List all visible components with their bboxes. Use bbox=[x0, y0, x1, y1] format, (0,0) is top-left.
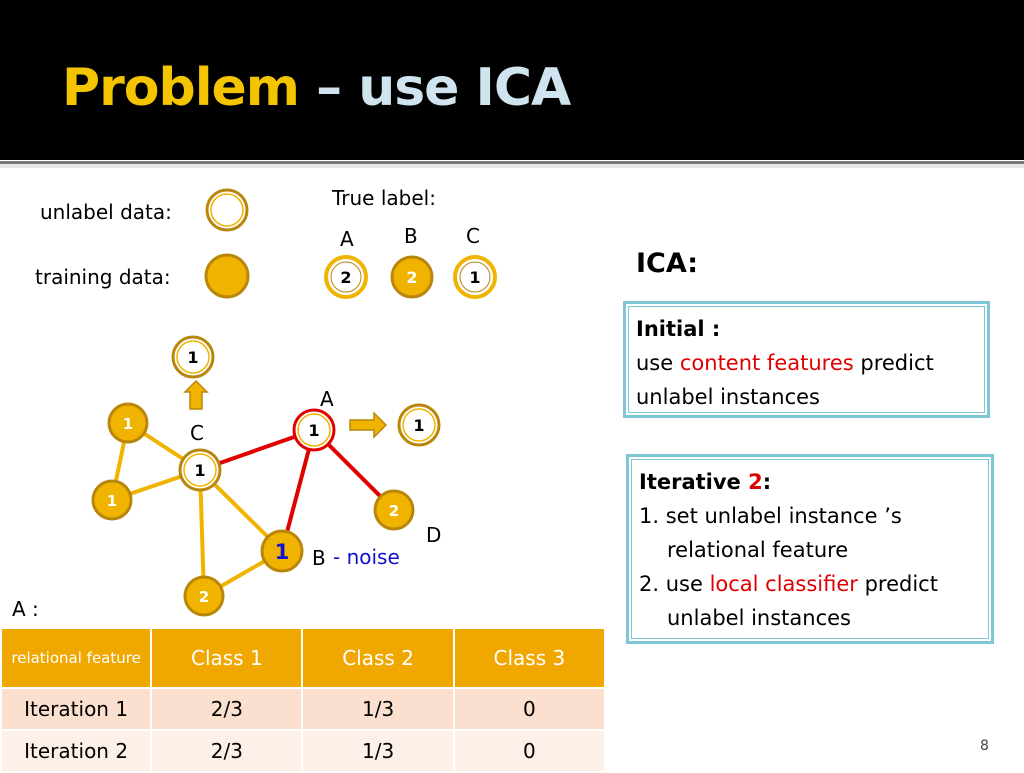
noise-label: - noise bbox=[333, 545, 400, 569]
true-label-node-b-value: 2 bbox=[406, 268, 417, 287]
true-label-node-c bbox=[453, 255, 497, 299]
node-d-value: 2 bbox=[389, 502, 399, 520]
node-a-result bbox=[397, 403, 441, 447]
table-header: Class 1 bbox=[150, 627, 304, 689]
graph-label-a: A bbox=[320, 387, 334, 411]
node-top bbox=[171, 335, 215, 379]
title-bar: Problem – use ICA bbox=[0, 0, 1024, 160]
unlabel-legend-node bbox=[205, 188, 249, 232]
initial-box: Initial : use content features predict u… bbox=[623, 301, 990, 418]
right-arrow-icon bbox=[349, 411, 388, 439]
graph-label-c: C bbox=[190, 421, 204, 445]
node-c-value: 1 bbox=[194, 461, 205, 480]
table-cell: 2/3 bbox=[150, 687, 304, 731]
true-label-node-b bbox=[390, 255, 434, 299]
unlabel-data-label: unlabel data: bbox=[40, 200, 172, 224]
table-header: relational feature bbox=[0, 627, 153, 689]
table-cell: 1/3 bbox=[301, 687, 455, 731]
node-left-bottom bbox=[91, 479, 133, 521]
node-d bbox=[373, 489, 415, 531]
iterative-step1: 1. set unlabel instance ’s bbox=[639, 504, 902, 528]
iterative-step1b: relational feature bbox=[667, 538, 849, 562]
iterative-step2: 2. use local classifier predict bbox=[639, 572, 938, 596]
true-label-heading: True label: bbox=[332, 186, 436, 210]
node-bottom bbox=[183, 575, 225, 617]
local-classifier-highlight: local classifier bbox=[709, 572, 858, 596]
node-a bbox=[292, 408, 336, 452]
iterative-step2b: unlabel instances bbox=[667, 606, 851, 630]
training-legend-node bbox=[204, 253, 250, 299]
node-a-result-value: 1 bbox=[413, 416, 424, 435]
table-cell: Iteration 2 bbox=[0, 729, 153, 773]
node-top-value: 1 bbox=[187, 348, 198, 367]
true-label-a: A bbox=[340, 227, 354, 251]
up-arrow-icon bbox=[183, 379, 209, 410]
table-header: Class 3 bbox=[452, 627, 607, 689]
node-left-top bbox=[107, 402, 149, 444]
true-label-node-c-value: 1 bbox=[469, 268, 480, 287]
iterative-box: Iterative 2: 1. set unlabel instance ’s … bbox=[626, 454, 994, 644]
title-rule bbox=[0, 161, 1024, 164]
table-cell: 0 bbox=[452, 687, 607, 731]
table-cell: 0 bbox=[452, 729, 607, 773]
table-row: Iteration 2 2/3 1/3 0 bbox=[0, 729, 607, 773]
relational-feature-table: relational feature Class 1 Class 2 Class… bbox=[0, 627, 607, 773]
table-cell: 2/3 bbox=[150, 729, 304, 773]
training-data-label: training data: bbox=[35, 265, 171, 289]
initial-title: Initial : bbox=[636, 317, 721, 341]
true-label-node-a-value: 2 bbox=[340, 268, 351, 287]
iterative-number: 2 bbox=[748, 470, 763, 494]
title-rule-light bbox=[0, 164, 1024, 168]
node-b bbox=[260, 529, 304, 573]
node-bottom-value: 2 bbox=[199, 588, 209, 606]
page-number: 8 bbox=[980, 738, 989, 754]
node-b-value: 1 bbox=[275, 540, 290, 564]
table-cell: 1/3 bbox=[301, 729, 455, 773]
true-label-c: C bbox=[466, 224, 480, 248]
graph-label-d: D bbox=[426, 523, 442, 547]
table-header-row: relational feature Class 1 Class 2 Class… bbox=[0, 627, 607, 689]
a-colon-label: A : bbox=[12, 597, 39, 621]
initial-text: use content features predict unlabel ins… bbox=[636, 351, 934, 409]
table-cell: Iteration 1 bbox=[0, 687, 153, 731]
slide-title: Problem – use ICA bbox=[62, 58, 571, 118]
ica-heading: ICA: bbox=[636, 248, 699, 279]
table-row: Iteration 1 2/3 1/3 0 bbox=[0, 687, 607, 731]
node-c bbox=[178, 448, 222, 492]
graph-label-b: B bbox=[312, 546, 326, 570]
node-left-bottom-value: 1 bbox=[107, 492, 117, 510]
node-a-value: 1 bbox=[308, 421, 319, 440]
true-label-b: B bbox=[404, 224, 418, 248]
node-left-top-value: 1 bbox=[123, 415, 133, 433]
content-features-highlight: content features bbox=[679, 351, 854, 375]
iterative-title: Iterative 2: bbox=[639, 470, 772, 494]
table-header: Class 2 bbox=[301, 627, 455, 689]
true-label-node-a bbox=[324, 255, 368, 299]
